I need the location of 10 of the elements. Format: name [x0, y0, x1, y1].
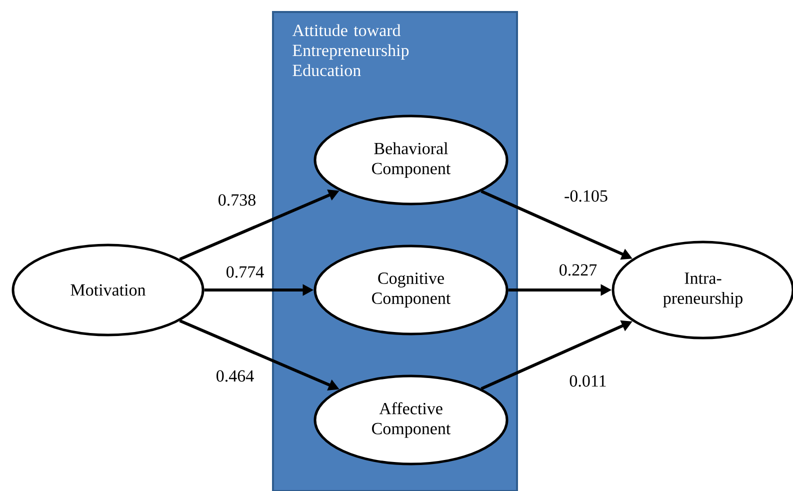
edge-label: 0.464	[214, 369, 256, 383]
ellipse-node: Cognitive Component	[314, 244, 508, 336]
ellipse-node: Affective Component	[314, 374, 508, 466]
edge-label: 0.011	[568, 374, 608, 388]
edge-label: 0.738	[216, 193, 258, 207]
edge-label: -0.105	[563, 189, 609, 203]
edge-label: 0.774	[224, 265, 266, 279]
ellipse-node: Motivation	[12, 244, 204, 336]
edge-label: 0.227	[558, 263, 598, 277]
ellipse-node: Behavioral Component	[314, 114, 508, 206]
